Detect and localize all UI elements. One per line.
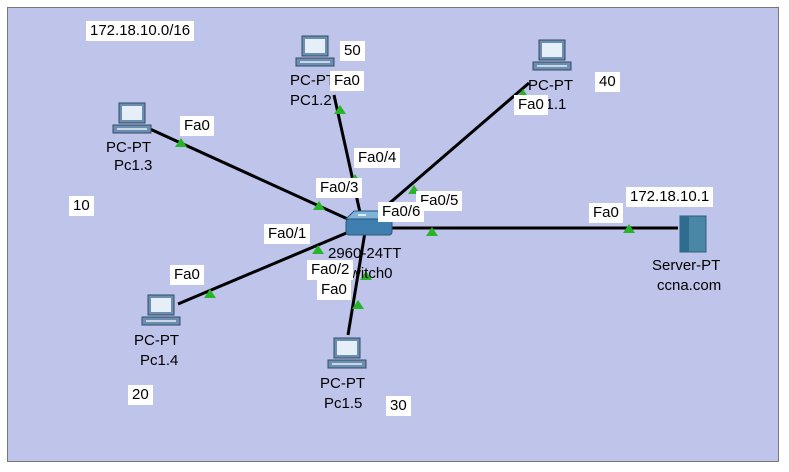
pc15-name: Pc1.5: [324, 395, 363, 412]
link-status-server: [623, 224, 635, 233]
pc-icon: [141, 294, 181, 326]
pc12-port: Fa0: [330, 71, 364, 91]
link-status-pc14: [204, 289, 216, 298]
links-layer: [149, 81, 707, 336]
pc13-switch-port: Fa0/3: [316, 178, 363, 198]
pc14-vlan: 20: [128, 385, 153, 405]
server-switch-port: Fa0/6: [378, 202, 425, 222]
link-status-pc15: [352, 300, 364, 309]
server-name: ccna.com: [657, 277, 722, 294]
pc12-switch-port: Fa0/4: [354, 148, 401, 168]
link-status-sw-fa05: [408, 185, 420, 194]
pc15-port: Fa0: [317, 280, 351, 300]
pc-icon: [327, 337, 367, 369]
pc14-switch-port: Fa0/1: [264, 224, 311, 244]
pc13-port: Fa0: [180, 116, 214, 136]
link-status-pc11: [517, 89, 529, 98]
network-label: 172.18.10.0/16: [86, 21, 195, 41]
link-status-sw-fa03: [313, 201, 325, 210]
link-status-pc12: [334, 105, 346, 114]
pc-icon: [295, 35, 335, 67]
pc13-vlan: 10: [69, 196, 94, 216]
link-status-sw-fa02: [360, 271, 372, 280]
pc12-vlan: 50: [340, 41, 365, 61]
pc13-name: Pc1.3: [114, 157, 153, 174]
pc15-switch-port: Fa0/2: [307, 260, 354, 280]
pc13-type: PC-PT: [106, 139, 151, 156]
link-status-pc13: [175, 138, 187, 147]
pc14-port: Fa0: [170, 265, 204, 285]
link-pc12: [332, 94, 365, 227]
pc11-port: Fa0: [514, 95, 548, 115]
server-icon: [679, 215, 707, 253]
switch-model: 2960-24TT: [328, 245, 402, 262]
link-status-sw-fa06: [426, 227, 438, 236]
link-status-sw-fa01: [312, 245, 324, 254]
pc12-type: PC-PT: [290, 72, 335, 89]
pc-icon: [532, 39, 572, 71]
server-type: Server-PT: [652, 257, 721, 274]
pc11-vlan: 40: [595, 72, 620, 92]
pc14-type: PC-PT: [134, 332, 179, 349]
pc12-name: PC1.2: [290, 92, 332, 109]
pc15-vlan: 30: [386, 396, 411, 416]
server-port: Fa0: [589, 203, 623, 223]
pc-icon: [112, 102, 152, 134]
pc11-switch-port: Fa0/5: [416, 191, 463, 211]
topology-canvas[interactable]: 172.18.10.0/16 PC-PT Pc1.3 Fa0 Fa0/3 10 …: [7, 7, 779, 462]
link-pc15: [346, 225, 368, 336]
server-ip: 172.18.10.1: [626, 187, 714, 207]
pc14-name: Pc1.4: [140, 352, 179, 369]
pc11-type: PC-PT: [528, 77, 573, 94]
pc15-type: PC-PT: [320, 375, 365, 392]
